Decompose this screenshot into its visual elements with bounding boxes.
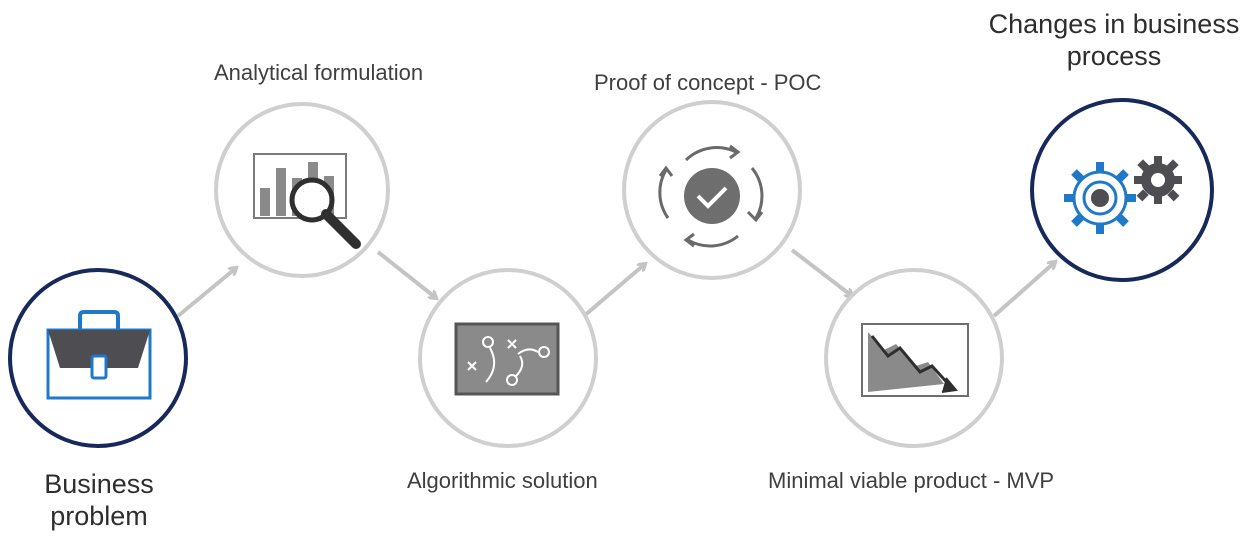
algorithmic-solution-label: Algorithmic solution [407,468,598,493]
changes-in-business-process-label: Changes in business process [984,8,1244,73]
changes-label-line1: Changes in business [988,9,1240,39]
business-problem-label-line1: Business [44,469,154,499]
gears-icon [1064,156,1182,234]
analytical-formulation-label: Analytical formulation [214,60,424,85]
step-algorithmic-solution [418,268,598,448]
connector-arrows [176,248,1055,318]
proof-of-concept-label: Proof of concept - POC [594,70,822,95]
arrow-analytical-to-algorithmic [376,250,436,298]
arrow-poc-to-mvp [790,248,852,296]
step-business-problem [8,268,188,448]
minimal-viable-product-label: Minimal viable product - MVP [768,468,1055,493]
step-analytical-formulation [214,102,390,278]
arrow-business-to-analytical [176,268,236,318]
declining-chart-icon [861,323,969,397]
changes-in-business-process-circle [1030,98,1214,282]
arrow-mvp-to-changes [992,262,1055,318]
strategy-board-icon [454,322,560,396]
step-proof-of-concept [622,100,802,280]
arrow-algorithmic-to-poc [582,264,645,318]
briefcase-icon [46,310,152,400]
chart-magnifier-icon [253,153,361,249]
business-problem-label: Business problem [40,468,158,533]
business-problem-label-line2: problem [50,501,148,532]
cycle-check-icon [658,144,764,248]
changes-label-line2: process [1066,41,1162,72]
step-minimal-viable-product [824,268,1004,448]
step-changes-in-business-process [1030,98,1214,282]
